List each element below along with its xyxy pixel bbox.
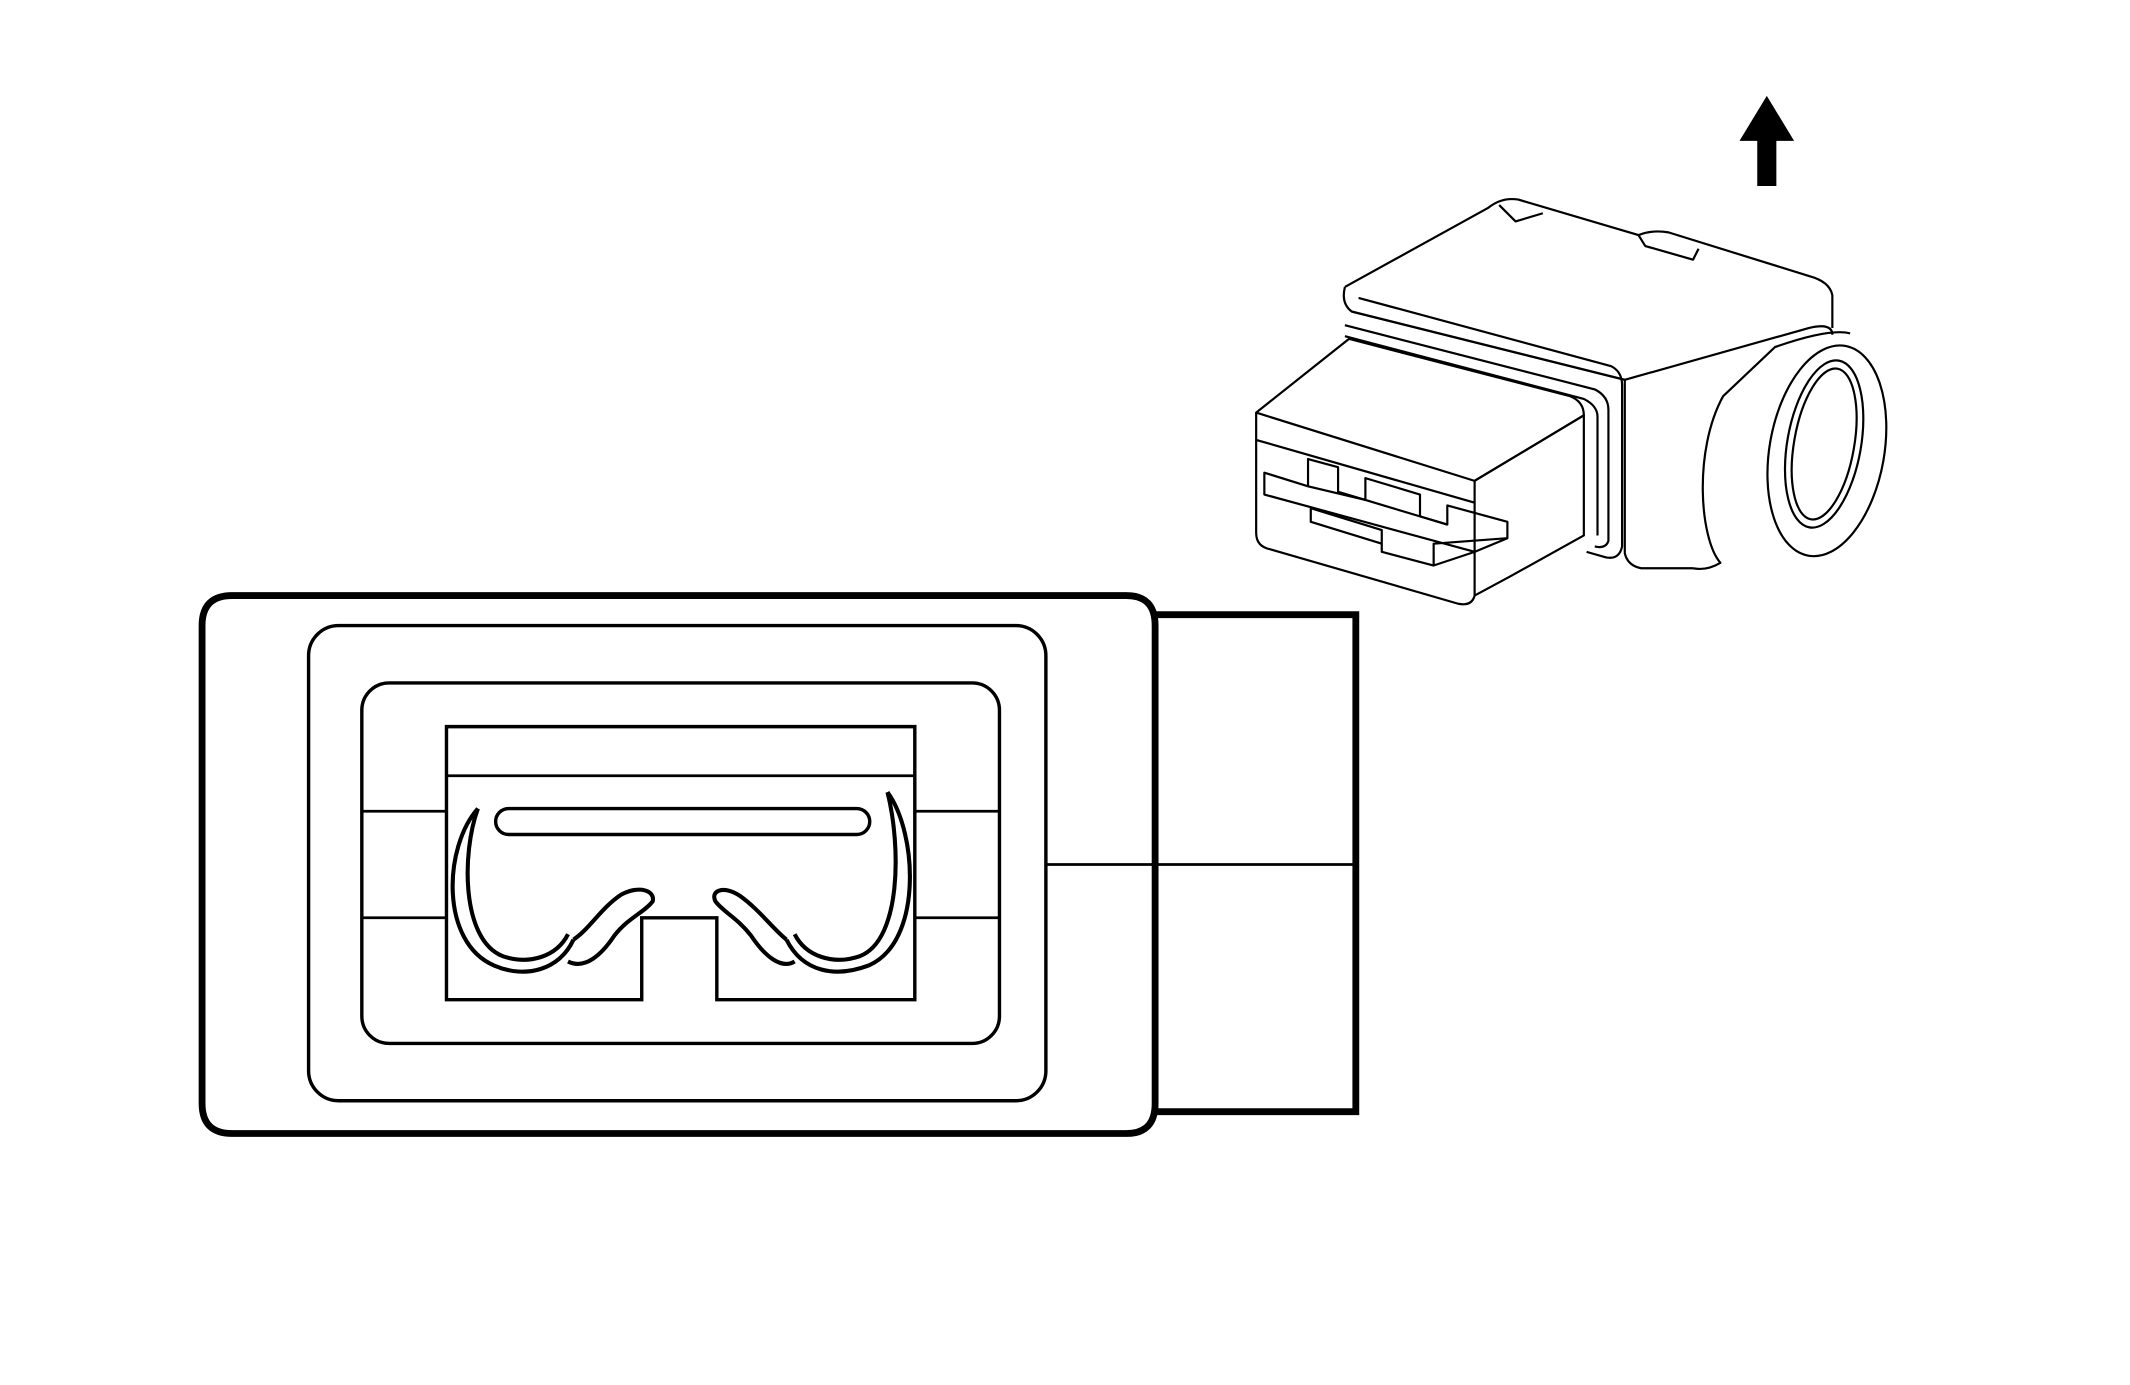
inner-frame-inner xyxy=(360,681,1002,1046)
terminal-block xyxy=(444,724,917,1002)
iso-plug-front xyxy=(1255,412,1476,606)
orientation-arrow-up-icon xyxy=(1739,95,1795,186)
outer-housing xyxy=(198,592,1159,1137)
iso-flange-outer xyxy=(1358,296,1624,559)
terminal-right-hook xyxy=(712,887,796,966)
terminal-right-outer xyxy=(784,790,912,974)
iso-terminal-slot-1 xyxy=(1263,457,1509,553)
terminal-left-hook xyxy=(567,887,655,966)
iso-terminal-slot-divider xyxy=(1307,485,1448,526)
iso-plug-top xyxy=(1255,337,1585,482)
terminal-left-outer xyxy=(450,807,576,974)
iso-rear-boss xyxy=(1692,331,1851,571)
inner-frame-outer xyxy=(306,623,1048,1103)
iso-body-ridge-2 xyxy=(1637,234,1700,261)
connector-isometric-view xyxy=(1255,197,1888,606)
iso-terminal-slot-2 xyxy=(1310,507,1508,567)
iso-plug-top-bevel xyxy=(1255,438,1475,504)
iso-flange-inner xyxy=(1344,324,1610,549)
iso-body-top-front-edge xyxy=(1342,286,1626,381)
terminal-left-inner xyxy=(465,807,570,962)
terminal-right-inner xyxy=(792,791,898,962)
iso-rear-port-inner-rim xyxy=(1790,367,1858,521)
iso-body-side xyxy=(1624,325,1834,381)
iso-flange-inner-2 xyxy=(1344,335,1599,536)
iso-rear-port-outer xyxy=(1766,344,1888,558)
latch-bar xyxy=(493,806,872,837)
iso-terminal-slot-step xyxy=(1309,508,1475,567)
iso-body-top xyxy=(1344,197,1834,328)
iso-rear-port-inner xyxy=(1783,359,1865,529)
connector-front-view xyxy=(198,592,1360,1137)
iso-body-ridge xyxy=(1498,204,1544,223)
iso-body-front-face xyxy=(1351,310,1694,570)
iso-plug-side xyxy=(1474,414,1585,597)
